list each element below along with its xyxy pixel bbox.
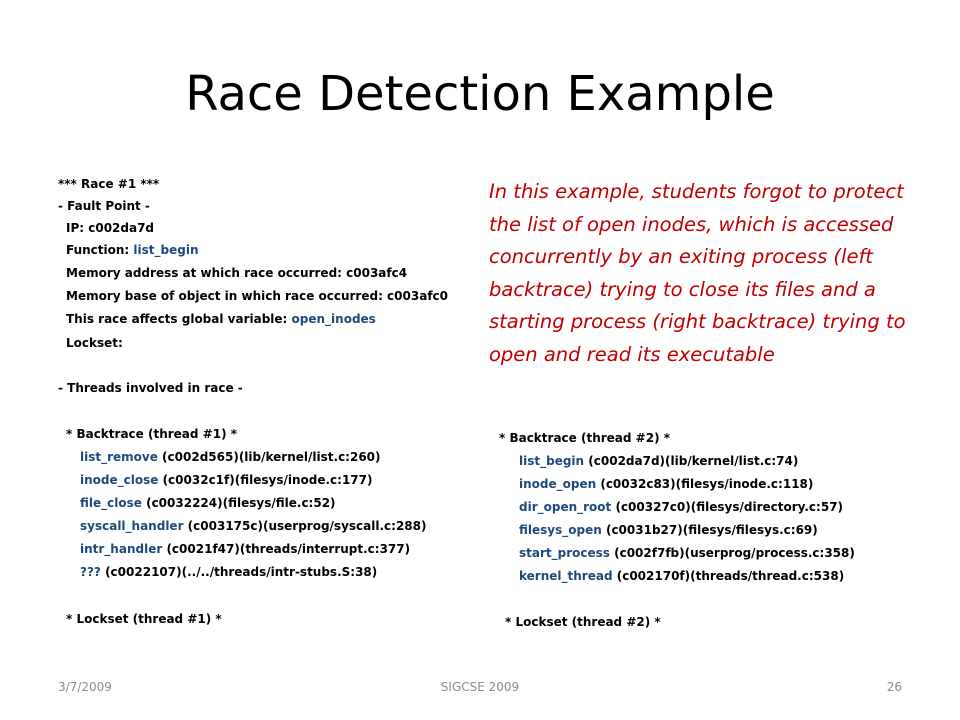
- explanation-note: In this example, students forgot to prot…: [489, 180, 906, 366]
- backtrace-thread1-header: * Backtrace (thread #1) *: [66, 427, 237, 441]
- frame-location: (c002d565)(lib/kernel/list.c:260): [157, 450, 381, 464]
- frame-function: filesys_open: [519, 523, 602, 537]
- backtrace-frame: list_begin (c002da7d)(lib/kernel/list.c:…: [519, 454, 798, 468]
- frame-function: inode_open: [519, 477, 597, 491]
- footer-venue: SIGCSE 2009: [440, 680, 520, 694]
- threads-header: - Threads involved in race -: [58, 381, 243, 395]
- global-label: This race affects global variable:: [66, 312, 292, 326]
- frame-function: list_remove: [80, 450, 158, 464]
- function-line: Function: list_begin: [66, 243, 199, 257]
- frame-function: list_begin: [519, 454, 585, 468]
- ip-line: IP: c002da7d: [66, 221, 155, 235]
- backtrace-frame: inode_open (c0032c83)(filesys/inode.c:11…: [519, 477, 813, 491]
- frame-location: (c003175c)(userprog/syscall.c:288): [183, 519, 427, 533]
- backtrace-frame: inode_close (c0032c1f)(filesys/inode.c:1…: [80, 473, 373, 487]
- frame-location: (c0032c83)(filesys/inode.c:118): [596, 477, 814, 491]
- race-header: *** Race #1 ***: [58, 177, 160, 191]
- frame-location: (c002f7fb)(userprog/process.c:358): [609, 546, 855, 560]
- backtrace-frame: ??? (c0022107)(../../threads/intr-stubs.…: [80, 565, 377, 579]
- frame-function: kernel_thread: [519, 569, 613, 583]
- memory-base-line: Memory base of object in which race occu…: [66, 289, 449, 303]
- backtrace-thread2-header: * Backtrace (thread #2) *: [499, 431, 670, 445]
- frame-function: intr_handler: [80, 542, 163, 556]
- global-variable-line: This race affects global variable: open_…: [66, 312, 376, 326]
- frame-location: (c002170f)(threads/thread.c:538): [612, 569, 845, 583]
- function-name: list_begin: [133, 243, 199, 257]
- frame-location: (c0022107)(../../threads/intr-stubs.S:38…: [100, 565, 378, 579]
- slide-title: Race Detection Example: [185, 66, 775, 122]
- frame-function: dir_open_root: [519, 500, 612, 514]
- frame-location: (c0032c1f)(filesys/inode.c:177): [158, 473, 373, 487]
- lockset-line: Lockset:: [66, 336, 123, 350]
- backtrace-frame: dir_open_root (c00327c0)(filesys/directo…: [519, 500, 843, 514]
- frame-function: file_close: [80, 496, 142, 510]
- frame-location: (c0021f47)(threads/interrupt.c:377): [162, 542, 411, 556]
- lockset-thread1-header: * Lockset (thread #1) *: [66, 612, 222, 626]
- backtrace-frame: file_close (c0032224)(filesys/file.c:52): [80, 496, 336, 510]
- footer-page-number: 26: [886, 680, 902, 694]
- frame-location: (c00327c0)(filesys/directory.c:57): [611, 500, 844, 514]
- frame-function: inode_close: [80, 473, 159, 487]
- frame-location: (c0031b27)(filesys/filesys.c:69): [601, 523, 818, 537]
- backtrace-frame: intr_handler (c0021f47)(threads/interrup…: [80, 542, 410, 556]
- fault-point-header: - Fault Point -: [58, 199, 150, 213]
- backtrace-frame: list_remove (c002d565)(lib/kernel/list.c…: [80, 450, 381, 464]
- backtrace-frame: filesys_open (c0031b27)(filesys/filesys.…: [519, 523, 818, 537]
- backtrace-frame: syscall_handler (c003175c)(userprog/sysc…: [80, 519, 426, 533]
- frame-function: ???: [80, 565, 101, 579]
- memory-address-line: Memory address at which race occurred: c…: [66, 266, 408, 280]
- frame-function: syscall_handler: [80, 519, 184, 533]
- frame-location: (c0032224)(filesys/file.c:52): [141, 496, 336, 510]
- frame-location: (c002da7d)(lib/kernel/list.c:74): [584, 454, 799, 468]
- backtrace-frame: kernel_thread (c002170f)(threads/thread.…: [519, 569, 844, 583]
- frame-function: start_process: [519, 546, 610, 560]
- backtrace-frame: start_process (c002f7fb)(userprog/proces…: [519, 546, 855, 560]
- function-label: Function:: [66, 243, 134, 257]
- lockset-thread2-header: * Lockset (thread #2) *: [505, 615, 661, 629]
- global-variable-name: open_inodes: [291, 312, 376, 326]
- footer-date: 3/7/2009: [58, 680, 112, 694]
